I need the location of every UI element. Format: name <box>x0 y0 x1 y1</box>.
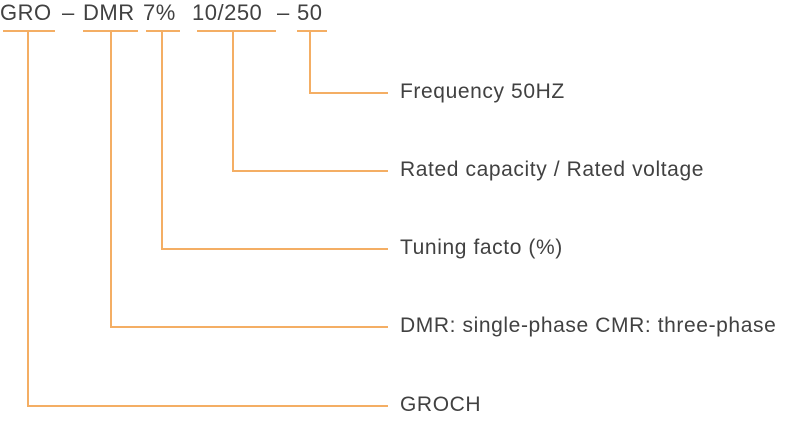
callout-label-phase-type: DMR: single-phase CMR: three-phase <box>400 314 777 337</box>
connector-horizontal-capacity-voltage <box>232 170 388 172</box>
code-segment-phase-type: DMR <box>83 0 135 25</box>
connector-horizontal-frequency <box>309 92 388 94</box>
callout-label-series: GROCH <box>400 393 482 416</box>
code-segment-frequency: 50 <box>297 0 323 25</box>
connector-vertical-frequency <box>309 30 311 94</box>
code-separator-dash: – <box>62 0 75 25</box>
code-segment-capacity-voltage: 10/250 <box>192 0 263 25</box>
connector-vertical-series <box>27 30 29 407</box>
connector-horizontal-phase-type <box>110 326 388 328</box>
underline-capacity-voltage <box>197 30 276 32</box>
underline-series <box>3 30 55 32</box>
connector-vertical-tuning-factor <box>161 30 163 250</box>
connector-vertical-phase-type <box>110 30 112 328</box>
underline-frequency <box>297 30 327 32</box>
underline-tuning-factor <box>146 30 180 32</box>
connector-horizontal-series <box>27 405 388 407</box>
code-separator-dash: – <box>277 0 290 25</box>
connector-horizontal-tuning-factor <box>161 248 388 250</box>
callout-label-frequency: Frequency 50HZ <box>400 80 565 103</box>
code-segment-tuning-factor: 7% <box>143 0 176 25</box>
callout-label-capacity-voltage: Rated capacity / Rated voltage <box>400 158 705 181</box>
callout-label-tuning-factor: Tuning facto (%) <box>400 236 563 259</box>
code-segment-series: GRO <box>0 0 52 25</box>
connector-vertical-capacity-voltage <box>232 30 234 172</box>
